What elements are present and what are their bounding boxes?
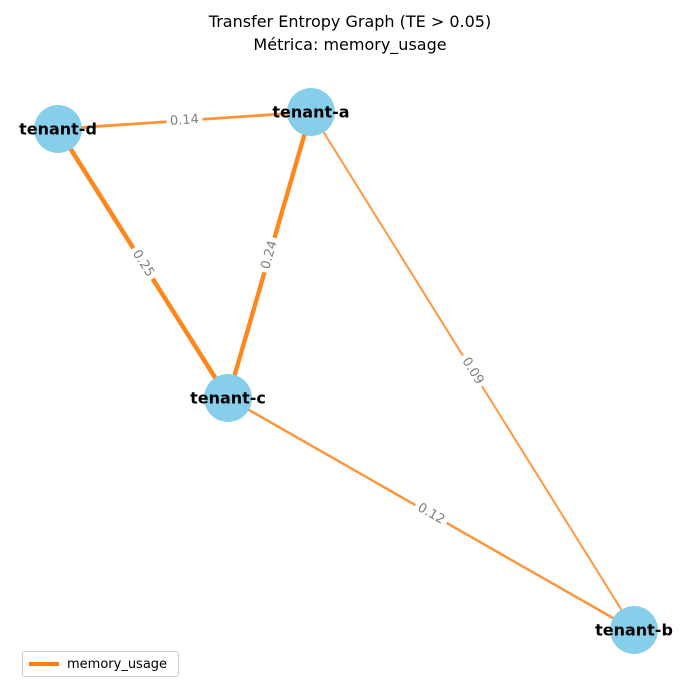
edge-label-background [410, 497, 452, 531]
node-tenant-b [610, 606, 658, 654]
node-label-tenant-b: tenant-b [595, 621, 673, 640]
edge-label-background [125, 243, 161, 284]
edge-label-tenant-d-tenant-c: 0.25 [125, 243, 161, 284]
legend-swatch [29, 662, 59, 666]
nodes-layer: tenant-a tenant-b tenant-c tenant-d [19, 88, 673, 654]
node-tenant-d [34, 105, 82, 153]
legend-label: memory_usage [67, 656, 168, 672]
edge-label-tenant-a-tenant-b: 0.09 [455, 350, 490, 392]
edge-label-tenant-a-tenant-c: 0.24 [255, 235, 284, 275]
chart-subtitle: Métrica: memory_usage [253, 35, 447, 54]
edge-label-background [455, 350, 490, 392]
edges-layer [56, 110, 635, 632]
edge-label-text: 0.14 [170, 112, 200, 129]
node-tenant-c [204, 374, 252, 422]
edge-label-tenant-c-tenant-b: 0.12 [410, 497, 452, 531]
node-label-tenant-a: tenant-a [272, 103, 349, 122]
edge-label-background [255, 235, 284, 275]
node-label-tenant-c: tenant-c [190, 389, 266, 408]
chart-title: Transfer Entropy Graph (TE > 0.05) [208, 12, 492, 31]
edge-label-tenant-d-tenant-a: 0.14 [165, 110, 204, 131]
node-tenant-a [287, 88, 335, 136]
legend: memory_usage [22, 651, 179, 677]
edge-label-background [165, 110, 204, 131]
node-label-tenant-d: tenant-d [19, 120, 97, 139]
